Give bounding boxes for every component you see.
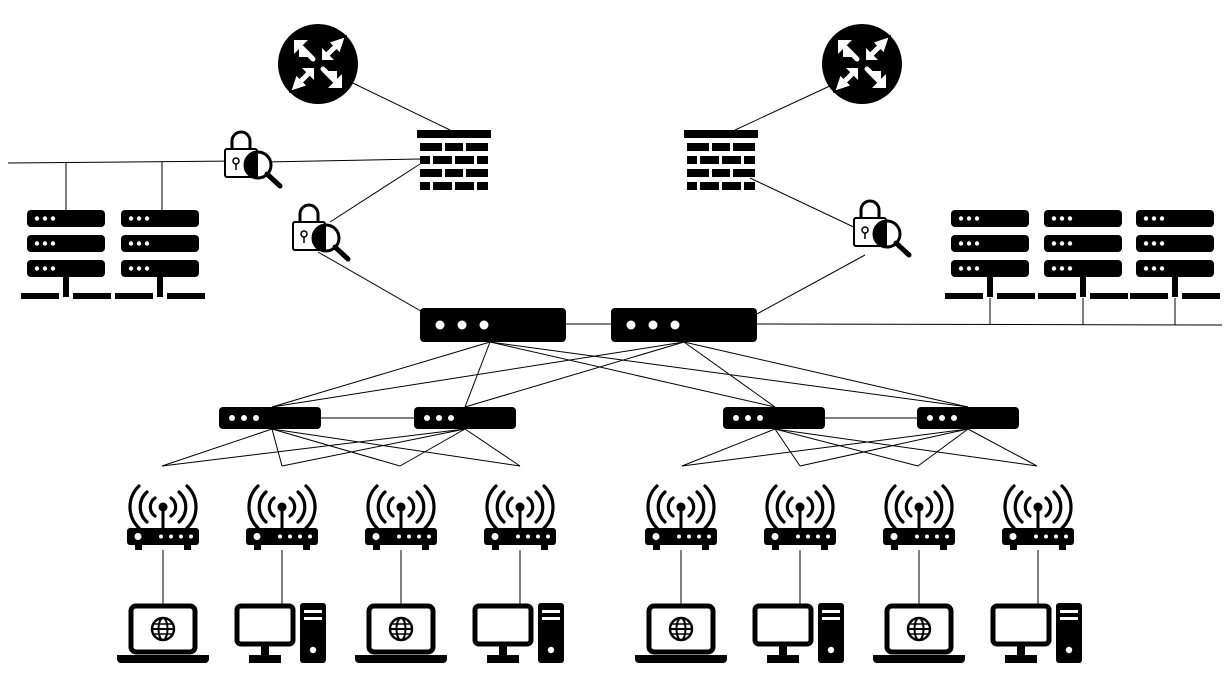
server-rack-icon	[21, 210, 111, 299]
wireless-access-point-icon	[244, 484, 320, 552]
laptop-web-icon	[355, 606, 447, 663]
core-switch-icon	[611, 308, 757, 342]
laptop-web-icon	[117, 606, 209, 663]
laptop-web-icon	[873, 606, 965, 663]
firewall-icon	[684, 130, 758, 190]
laptop-web-icon	[635, 606, 727, 663]
wireless-access-point-icon	[125, 484, 201, 552]
lock-search-icon	[854, 201, 909, 255]
router-icon	[278, 24, 358, 104]
wireless-access-point-icon	[643, 484, 719, 552]
access-switch-icon	[917, 407, 1019, 429]
access-switch-icon	[723, 407, 825, 429]
wireless-access-point-icon	[1000, 484, 1076, 552]
core-switch-icon	[420, 308, 566, 342]
access-switch-icon	[414, 407, 516, 429]
wireless-access-point-icon	[482, 484, 558, 552]
access-switch-icon	[219, 407, 321, 429]
wireless-access-point-icon	[881, 484, 957, 552]
server-rack-icon	[1130, 210, 1220, 299]
wireless-access-point-icon	[363, 484, 439, 552]
desktop-computer-icon	[993, 603, 1082, 663]
desktop-computer-icon	[237, 603, 326, 663]
desktop-computer-icon	[475, 603, 564, 663]
lock-search-icon	[225, 132, 280, 186]
lock-search-icon	[293, 205, 348, 259]
server-rack-icon	[945, 210, 1035, 299]
wireless-access-point-icon	[762, 484, 838, 552]
desktop-computer-icon	[755, 603, 844, 663]
server-rack-icon	[1038, 210, 1128, 299]
server-rack-icon	[115, 210, 205, 299]
firewall-icon	[417, 130, 491, 190]
router-icon	[822, 24, 902, 104]
